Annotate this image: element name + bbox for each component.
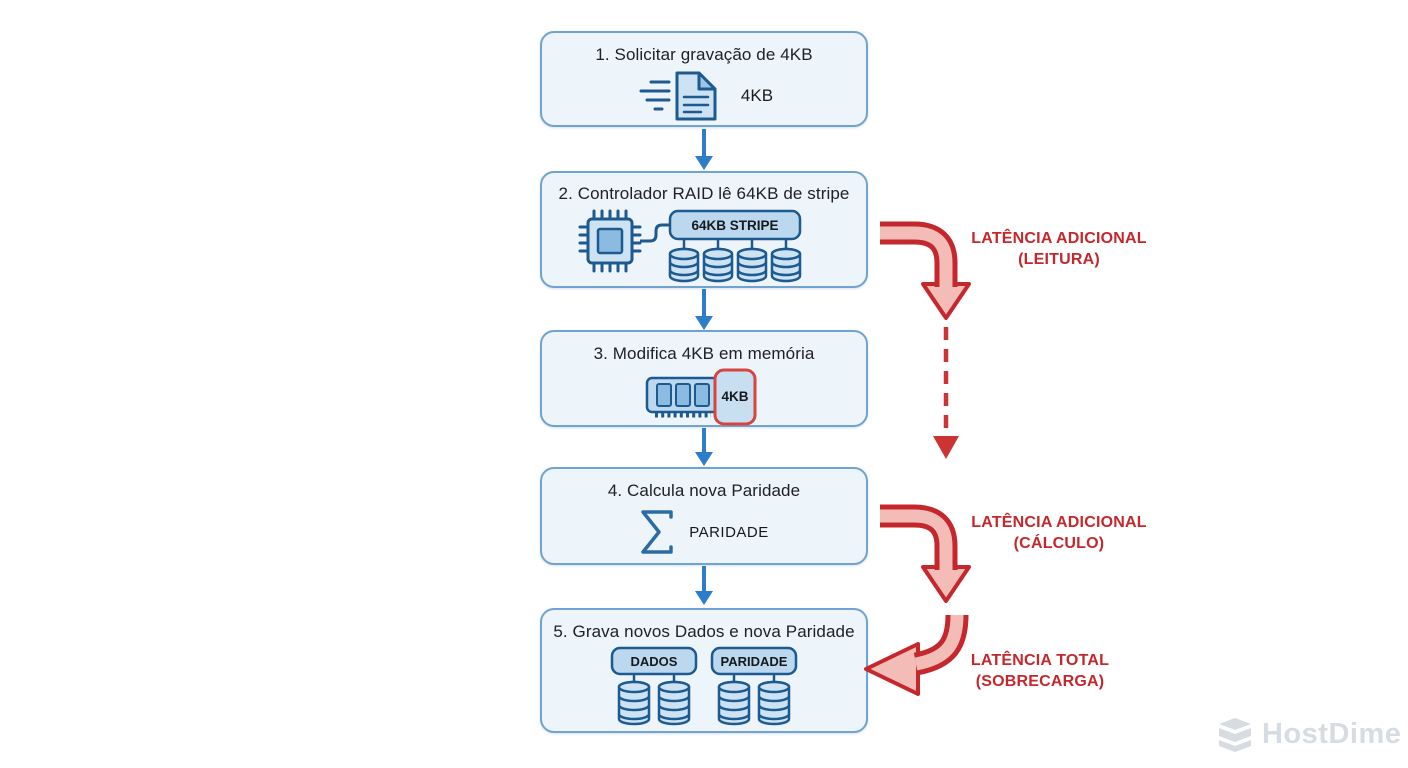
- parity-label: PARIDADE: [689, 523, 769, 541]
- disk-groups-icon: DADOS PARIDADE: [610, 646, 798, 726]
- latency-calc-note: LATÊNCIA ADICIONAL (CÁLCULO): [959, 512, 1159, 554]
- step-box-3: 3. Modifica 4KB em memória 4KB: [540, 330, 868, 427]
- step-4-title: 4. Calcula nova Paridade: [607, 481, 801, 500]
- watermark: HostDime: [1216, 716, 1401, 753]
- raid-controller-icon: 64KB STRIPE: [578, 209, 802, 283]
- latency-read-note: LATÊNCIA ADICIONAL (LEITURA): [959, 228, 1159, 270]
- step-3-content: 4KB: [645, 368, 763, 426]
- memory-block-label: 4KB: [721, 389, 748, 404]
- paridade-group-label: PARIDADE: [721, 654, 788, 669]
- dados-label: DADOS: [631, 654, 678, 669]
- flow-arrow-3-4: [695, 428, 713, 466]
- latency-total-note: LATÊNCIA TOTAL (SOBRECARGA): [940, 650, 1140, 692]
- step-2-content: 64KB STRIPE: [578, 207, 830, 283]
- latency-dashed-arrow: [933, 327, 959, 459]
- disk-array: [668, 247, 802, 283]
- flow-arrow-4-5: [695, 566, 713, 605]
- step-4-content: PARIDADE: [639, 509, 769, 555]
- step-5-title: 5. Grava novos Dados e nova Paridade: [553, 622, 855, 641]
- document-icon: [639, 71, 717, 121]
- step-box-1: 1. Solicitar gravação de 4KB 4KB: [540, 31, 868, 127]
- step-3-title: 3. Modifica 4KB em memória: [593, 344, 815, 363]
- step-1-content: 4KB: [635, 69, 773, 123]
- step-1-size-label: 4KB: [740, 86, 774, 105]
- watermark-brand: HostDime: [1262, 718, 1402, 750]
- flow-arrow-1-2: [695, 129, 713, 170]
- latency-total-line2: (SOBRECARGA): [975, 673, 1105, 690]
- latency-read-line2: (LEITURA): [1018, 251, 1100, 268]
- step-2-title: 2. Controlador RAID lê 64KB de stripe: [558, 184, 850, 203]
- step-box-5: 5. Grava novos Dados e nova Paridade DAD…: [540, 608, 868, 733]
- stripe-label: 64KB STRIPE: [691, 218, 778, 233]
- flow-arrow-2-3: [695, 289, 713, 330]
- step-1-title: 1. Solicitar gravação de 4KB: [595, 45, 813, 64]
- hostdime-logo-icon: [1219, 718, 1251, 752]
- latency-calc-line2: (CÁLCULO): [1013, 535, 1105, 552]
- latency-read-arrow: [880, 221, 971, 320]
- latency-read-line1: LATÊNCIA ADICIONAL: [971, 230, 1147, 247]
- memory-module-icon: 4KB: [645, 368, 757, 426]
- step-box-4: 4. Calcula nova Paridade PARIDADE: [540, 467, 868, 565]
- chip-pins: [578, 209, 642, 273]
- step-box-2: 2. Controlador RAID lê 64KB de stripe 64…: [540, 171, 868, 288]
- latency-calc-arrow: [880, 504, 971, 603]
- step-5-content: DADOS PARIDADE: [610, 646, 798, 728]
- latency-total-line1: LATÊNCIA TOTAL: [970, 652, 1110, 669]
- modified-block-highlight: [713, 368, 757, 426]
- latency-calc-line1: LATÊNCIA ADICIONAL: [971, 514, 1147, 531]
- sigma-icon: [641, 510, 673, 554]
